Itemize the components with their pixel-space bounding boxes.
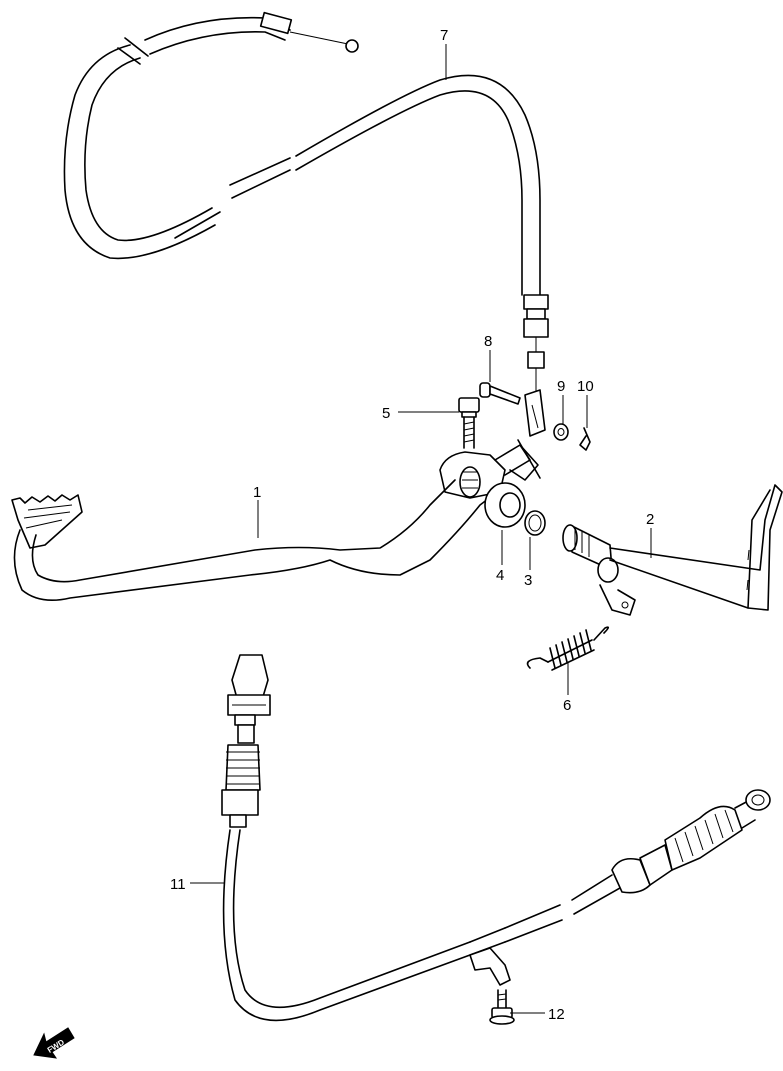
callout-3: 3 xyxy=(524,572,532,589)
callout-5: 5 xyxy=(382,405,390,422)
callout-7: 7 xyxy=(440,27,448,44)
clevis-pin xyxy=(479,382,521,405)
lower-brake-cable xyxy=(221,654,771,1022)
callout-10: 10 xyxy=(577,378,594,395)
callout-11: 11 xyxy=(170,876,186,893)
upper-brake-cable xyxy=(63,11,549,398)
callout-6: 6 xyxy=(563,697,571,714)
pedal-shaft-arm xyxy=(562,484,783,616)
o-ring xyxy=(524,510,546,536)
cotter-pin xyxy=(579,427,591,451)
callout-labels: 7 8 9 10 5 1 2 4 3 6 11 12 xyxy=(170,27,654,1023)
return-spring xyxy=(526,626,610,671)
callout-4: 4 xyxy=(496,567,504,584)
cable-bolt xyxy=(489,989,515,1025)
pivot-bolt xyxy=(458,397,480,449)
brake-pedal xyxy=(11,444,531,601)
callout-12: 12 xyxy=(548,1006,565,1023)
pin-washer xyxy=(553,423,569,441)
callout-9: 9 xyxy=(557,378,565,395)
callout-8: 8 xyxy=(484,333,492,350)
leader-lines xyxy=(190,44,652,1014)
pedal-washer xyxy=(484,482,526,528)
forward-direction-arrow: FWD xyxy=(33,1027,75,1059)
callout-1: 1 xyxy=(253,484,261,501)
callout-2: 2 xyxy=(646,511,654,528)
